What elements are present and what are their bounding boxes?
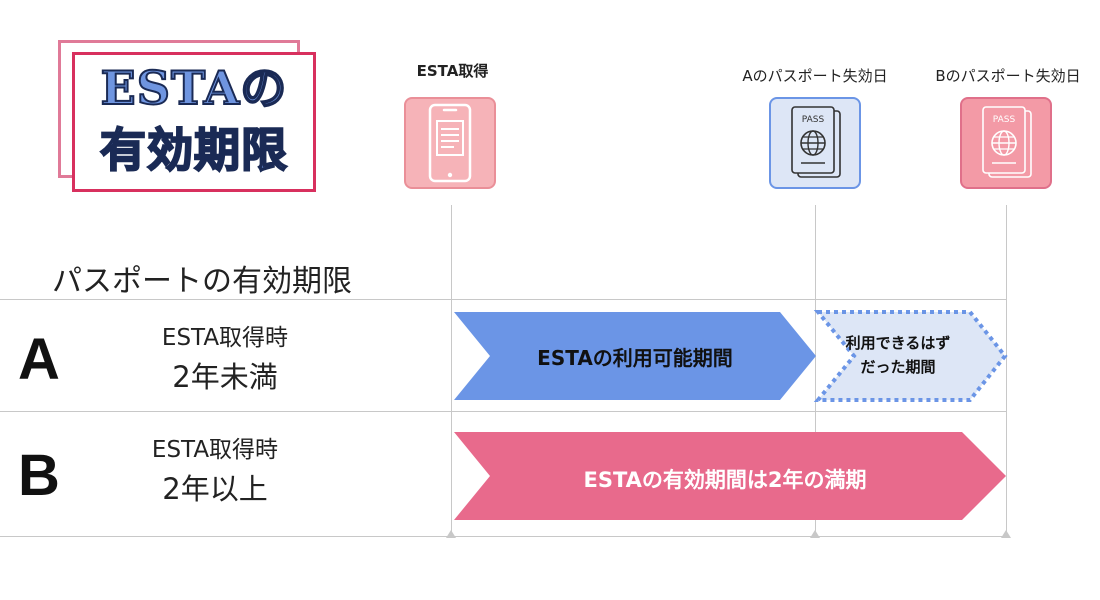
- row-a-arrows: [454, 310, 1008, 402]
- row-divider-bottom: [0, 536, 1006, 537]
- row-b-condition-line1: ESTA取得時: [151, 437, 279, 463]
- passport-a-text: PASS: [802, 115, 825, 125]
- row-a-condition: ESTA取得時 2年未満: [125, 318, 325, 396]
- timeline-line-esta-acquired: [451, 205, 452, 532]
- badge-title-line2: 有効期限: [99, 122, 288, 178]
- passport-b-text: PASS: [993, 115, 1016, 125]
- row-a-condition-line1: ESTA取得時: [161, 325, 289, 351]
- row-a-lost-period-arrow: [813, 310, 1008, 402]
- column-label-passport-b-expiry: Bのパスポート失効日: [935, 67, 1081, 85]
- row-a-extension-label-line1: 利用できるはず: [845, 334, 951, 352]
- row-a-letter: A: [18, 327, 60, 392]
- badge-title-line1: ESTAの: [100, 60, 288, 116]
- row-divider-top: [0, 299, 1006, 300]
- row-a-extension-label: 利用できるはず だった期間: [818, 331, 978, 379]
- timeline-line-passport-b: [1006, 205, 1007, 532]
- row-b-valid-period-arrow: [454, 432, 1006, 520]
- row-a-usable-period-arrow: [454, 312, 816, 400]
- passport-b-icon: PASS: [960, 97, 1052, 189]
- passport-a-icon: PASS: [769, 97, 861, 189]
- timeline-marker: [1001, 530, 1011, 538]
- row-a-condition-line2: 2年未満: [172, 360, 278, 394]
- timeline-marker: [810, 530, 820, 538]
- row-divider-middle: [0, 411, 1006, 412]
- section-title: パスポートの有効期限: [52, 264, 352, 299]
- column-label-passport-a-expiry: Aのパスポート失効日: [742, 67, 888, 85]
- timeline-marker: [446, 530, 456, 538]
- row-a-extension-label-line2: だった期間: [860, 358, 936, 376]
- row-b-condition-line2: 2年以上: [162, 472, 268, 506]
- column-label-esta-acquired: ESTA取得: [416, 62, 489, 80]
- row-b-bar-label: ESTAの有効期間は2年の満期: [583, 468, 867, 492]
- row-b-arrows: [454, 432, 1006, 520]
- badge-inner-frame: [72, 52, 316, 192]
- row-a-bar-label: ESTAの利用可能期間: [537, 346, 733, 370]
- timeline-line-passport-a: [815, 205, 816, 532]
- phone-document-icon: [404, 97, 496, 189]
- row-b-letter: B: [18, 443, 60, 508]
- title-badge: ESTAの 有効期限: [58, 40, 316, 192]
- row-b-condition: ESTA取得時 2年以上: [115, 430, 315, 508]
